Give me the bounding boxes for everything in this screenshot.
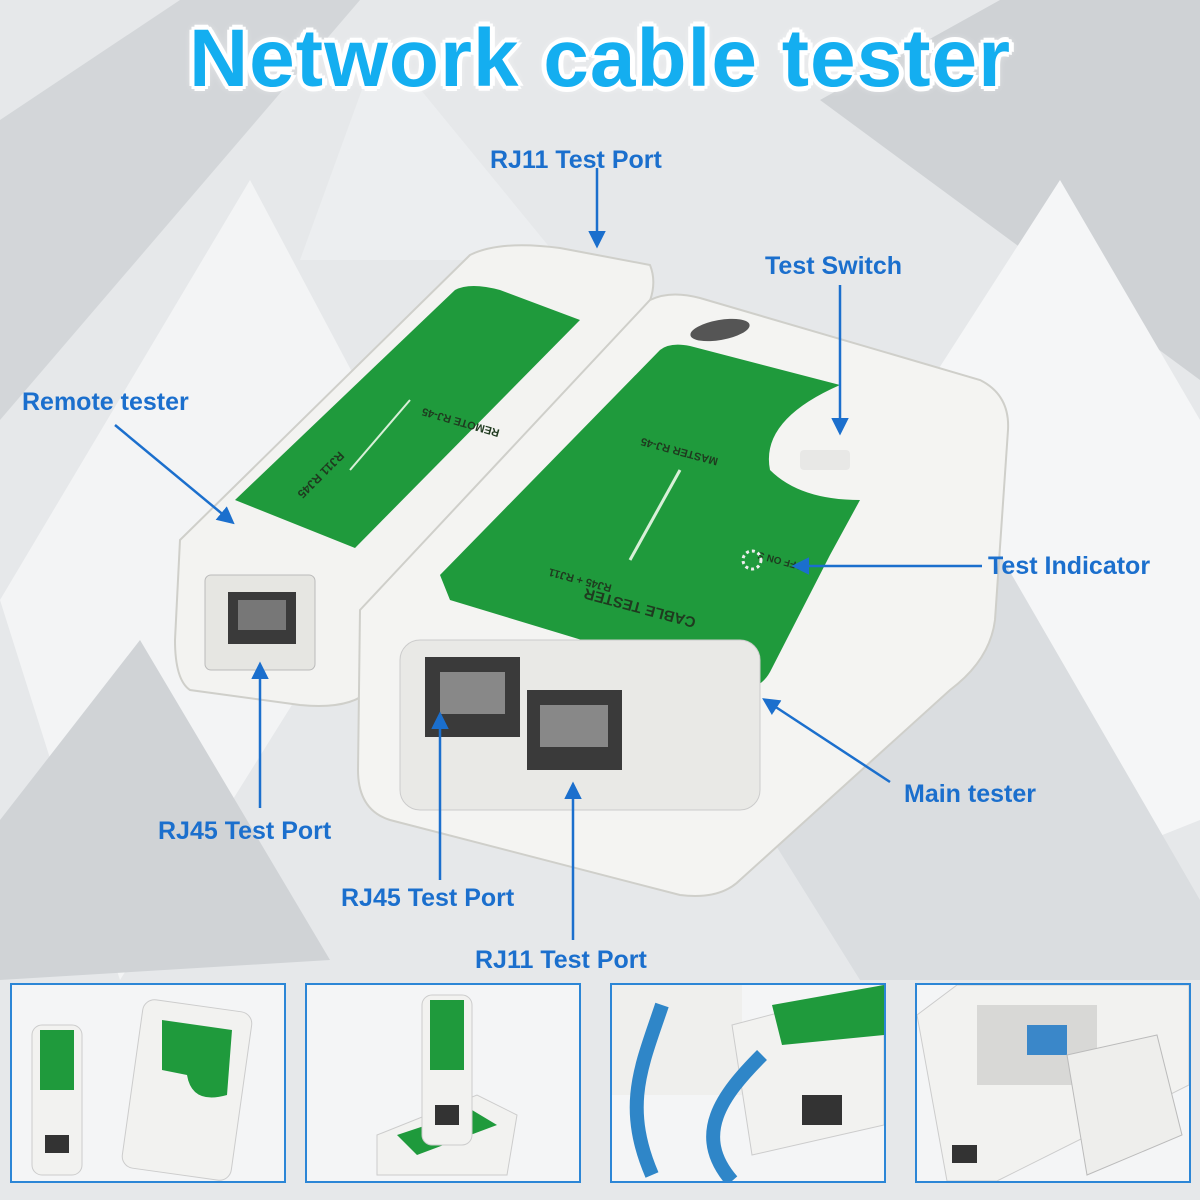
test-indicator-led bbox=[741, 549, 763, 571]
cable-tester-illustration: REMOTE RJ-45 RJ11 RJ45 CABLE TESTER RJ45… bbox=[114, 168, 1010, 940]
thumbnail-stacked-units bbox=[305, 983, 581, 1183]
thumbnail-both-units bbox=[10, 983, 286, 1183]
label-test-indicator: Test Indicator bbox=[988, 552, 1151, 580]
label-rj45-main: RJ45 Test Port bbox=[341, 884, 515, 912]
label-rj11-top: RJ11 Test Port bbox=[490, 146, 662, 174]
label-rj11-main: RJ11 Test Port bbox=[475, 946, 647, 974]
label-rj45-remote: RJ45 Test Port bbox=[158, 817, 332, 845]
main-tester: CABLE TESTER RJ45 + RJ11 MASTER RJ-45 OF… bbox=[356, 293, 1010, 897]
label-remote-tester: Remote tester bbox=[22, 388, 189, 416]
label-test-switch: Test Switch bbox=[765, 252, 903, 280]
page-title: Network cable tester bbox=[188, 13, 1012, 104]
remote-tester: REMOTE RJ-45 RJ11 RJ45 bbox=[173, 244, 655, 707]
label-main-tester: Main tester bbox=[904, 780, 1036, 808]
test-switch bbox=[800, 450, 850, 470]
arrow-remote-tester bbox=[114, 424, 235, 525]
thumbnail-battery-compartment bbox=[915, 983, 1191, 1183]
thumbnail-cables-connected bbox=[610, 983, 886, 1183]
arrow-main-tester bbox=[762, 698, 891, 784]
